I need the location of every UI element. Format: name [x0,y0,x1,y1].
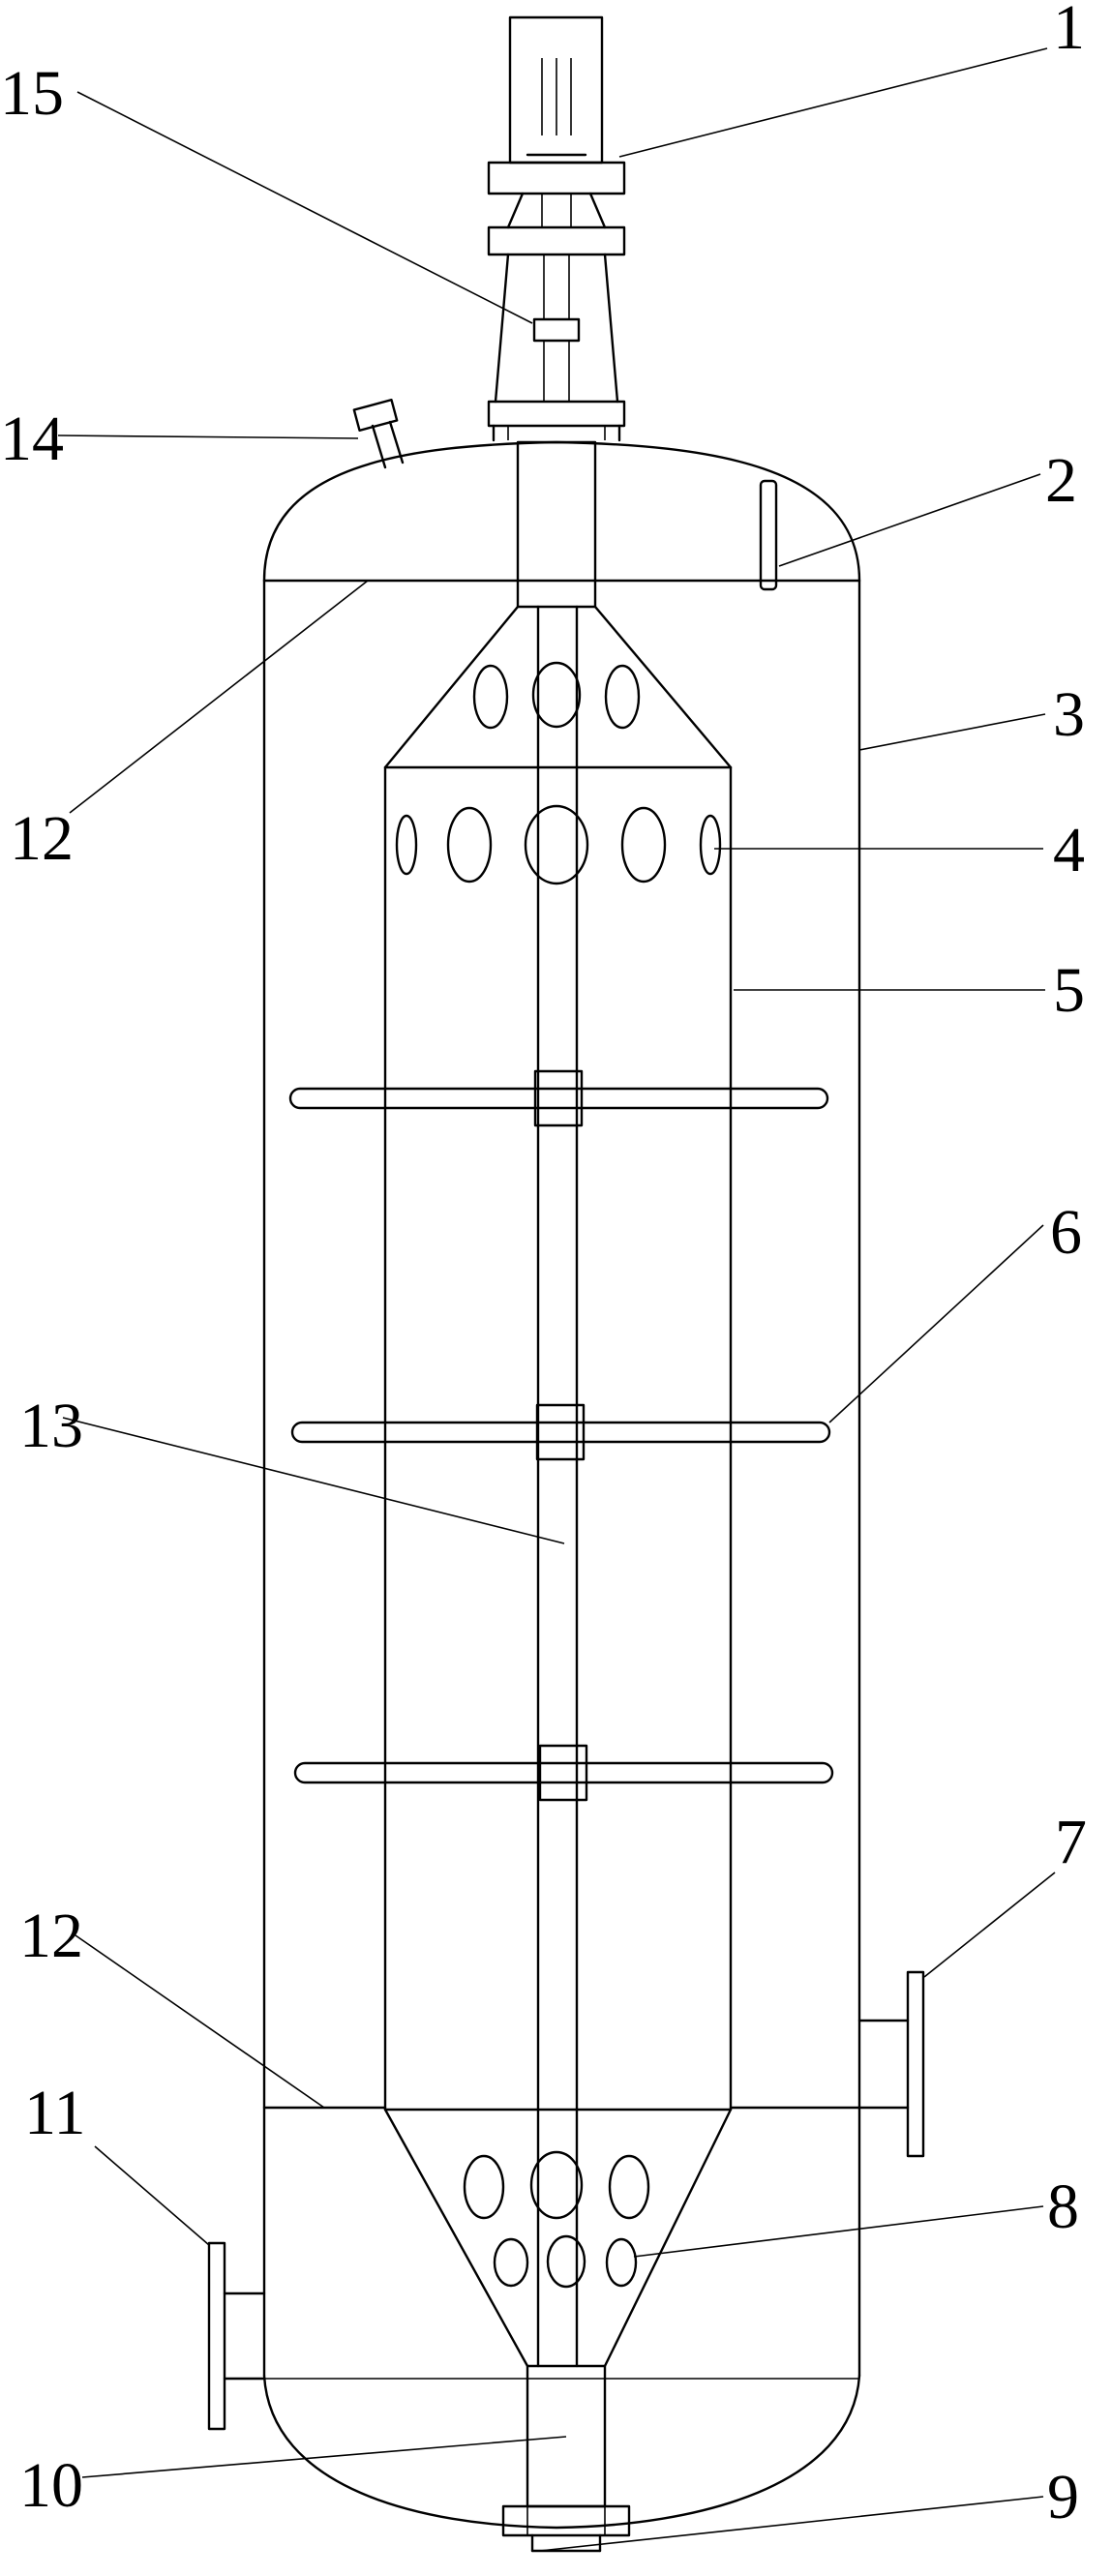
callout-labels: 1 15 14 2 3 12 4 5 6 13 7 12 11 8 10 9 [0,0,1087,2532]
outer-shell [262,440,861,2530]
label-6: 6 [1050,1197,1082,1268]
label-9: 9 [1047,2462,1079,2532]
label-12-top: 12 [10,803,74,874]
motor-drive [487,15,626,195]
inner-cylinder [383,605,733,2368]
perforation-holes [395,661,722,2289]
label-5: 5 [1053,955,1085,1026]
label-11: 11 [24,2078,86,2148]
agitator-blades [288,1069,834,1802]
label-15: 15 [0,58,64,129]
central-shaft [536,605,579,2368]
label-12-bottom: 12 [19,1901,83,1971]
label-3: 3 [1053,679,1085,750]
inlet-nozzle [352,398,405,469]
label-4: 4 [1053,815,1085,885]
flange-right [857,1970,925,2158]
label-10: 10 [19,2450,83,2521]
coupling [532,317,581,343]
label-1: 1 [1053,0,1085,63]
label-13: 13 [19,1391,83,1461]
flange-left [207,2241,266,2431]
label-8: 8 [1047,2172,1079,2242]
support-frame [487,192,626,442]
label-7: 7 [1055,1807,1087,1877]
leader-lines [57,47,1056,2552]
label-14: 14 [0,404,64,474]
shaft-housings [516,440,607,2508]
outlet-pipe [759,479,778,591]
label-2: 2 [1045,445,1077,516]
